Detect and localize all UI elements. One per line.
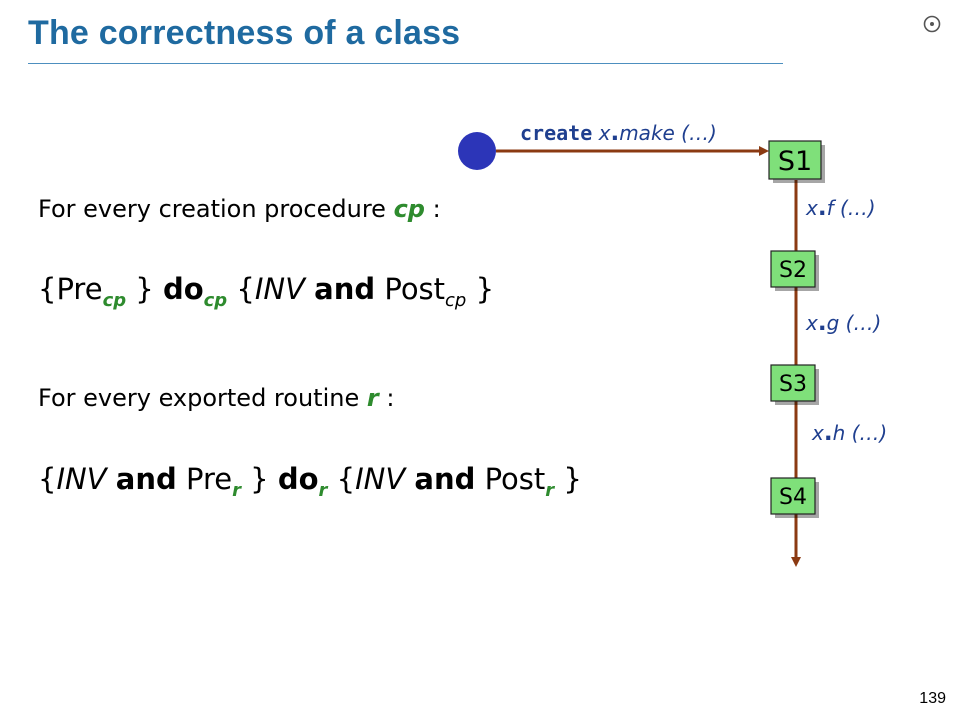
state-s3: S3 [770, 364, 819, 405]
state-s4: S4 [770, 477, 819, 518]
call-feature: make (…) [619, 121, 717, 145]
brace: } [135, 272, 154, 306]
pre-label: Pre [56, 272, 103, 306]
brace: { [236, 272, 255, 306]
call-target: x [806, 311, 818, 335]
intro-text: For every exported routine [38, 384, 367, 412]
call-dot: . [823, 420, 833, 446]
do-subscript: cp [203, 289, 228, 311]
inv-label: INV [254, 272, 305, 306]
call-feature: f (…) [826, 196, 876, 220]
do-keyword: do [277, 462, 319, 496]
intro-colon: : [424, 195, 441, 223]
state-label: S2 [779, 258, 807, 283]
brace: } [475, 272, 495, 306]
creation-rule-formula: {Precp } docp {INV and Postcp } [38, 272, 494, 311]
create-call-label: create x.make (…) [520, 120, 717, 146]
brace: { [38, 272, 57, 306]
call-label-f: x.f (…) [806, 195, 876, 221]
page-number: 139 [919, 690, 946, 707]
post-label: Post [384, 272, 446, 306]
call-feature: g (…) [826, 311, 882, 335]
post-label: Post [484, 462, 546, 496]
state-s1: S1 [768, 140, 825, 183]
and-keyword: and [414, 462, 476, 496]
create-keyword: create [520, 121, 593, 145]
exported-rule-formula: {INV and Prer } dor {INV and Postr } [38, 462, 582, 501]
call-target: x [598, 121, 611, 145]
call-dot: . [817, 195, 827, 221]
logo-icon [923, 15, 941, 33]
state-s2: S2 [770, 250, 819, 291]
brace: } [250, 462, 269, 496]
call-target: x [812, 421, 824, 445]
call-dot: . [817, 310, 827, 336]
call-dot: . [610, 120, 620, 146]
pre-subscript: cp [102, 289, 127, 311]
inv-label: INV [56, 462, 107, 496]
do-subscript: r [318, 479, 328, 501]
brace: } [563, 462, 582, 496]
do-keyword: do [162, 272, 204, 306]
intro-colon: : [378, 384, 395, 412]
routine-var: r [366, 384, 379, 412]
start-dot [458, 132, 496, 170]
pre-label: Pre [185, 462, 233, 496]
exported-rule-intro: For every exported routine r : [38, 384, 394, 412]
slide-title: The correctness of a class [28, 14, 461, 52]
state-label: S1 [778, 146, 812, 177]
pre-subscript: r [232, 479, 241, 501]
inv-label: INV [355, 462, 406, 496]
call-label-g: x.g (…) [806, 310, 881, 336]
creation-procedure-var: cp [393, 195, 425, 223]
and-keyword: and [314, 272, 376, 306]
title-underline [28, 63, 783, 64]
state-label: S3 [779, 372, 807, 397]
post-subscript: r [545, 479, 555, 501]
call-label-h: x.h (…) [812, 420, 887, 446]
brace: { [336, 462, 356, 496]
and-keyword: and [115, 462, 177, 496]
intro-text: For every creation procedure [38, 195, 394, 223]
creation-rule-intro: For every creation procedure cp : [38, 195, 441, 223]
state-label: S4 [779, 485, 807, 510]
post-subscript: cp [445, 289, 467, 311]
call-feature: h (…) [832, 421, 888, 445]
brace: { [38, 462, 57, 496]
call-target: x [806, 196, 818, 220]
